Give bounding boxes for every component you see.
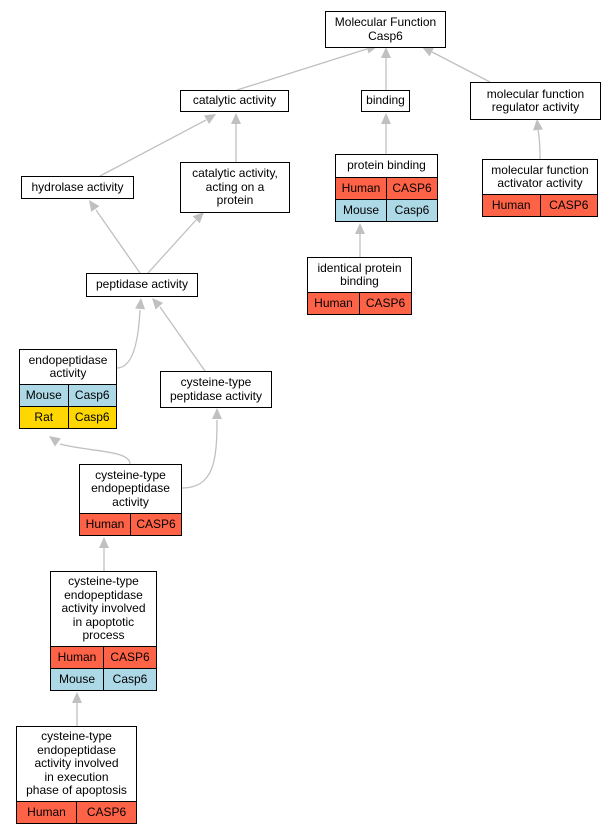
node-title: protein binding [347,158,426,173]
node-title: cysteine-type endopeptidase activity inv… [26,729,127,798]
edge-line [181,419,218,489]
edge-arrowhead [381,113,391,124]
edge-line [236,47,371,91]
edge-line [59,443,131,465]
species-label: Rat [34,409,54,424]
node-molecular-function[interactable]: Molecular Function Casp6 [325,11,446,48]
edge-arrowhead [49,436,61,447]
gene-label: Casp6 [386,200,437,221]
species-row-mouse: Mouse Casp6 [20,384,116,406]
node-title: Molecular Function Casp6 [334,15,437,43]
node-title: identical protein binding [317,260,402,288]
edge-arrowhead [231,113,241,124]
species-row-human: Human CASP6 [80,513,181,535]
edge-line [159,306,206,372]
node-binding[interactable]: binding [361,90,410,112]
species-row-mouse: Mouse Casp6 [336,199,437,221]
node-cysteine-endo-execution[interactable]: cysteine-type endopeptidase activity inv… [16,726,137,824]
species-label: Human [27,804,66,819]
edge-arrowhead [89,200,100,212]
node-title: molecular function regulator activity [486,86,585,114]
edge-arrowhead [533,119,543,131]
node-title: cysteine-type peptidase activity [169,375,263,403]
species-row-human: Human CASP6 [336,177,437,199]
species-row-human: Human CASP6 [17,801,136,823]
node-catalytic-activity[interactable]: catalytic activity [180,90,289,112]
species-label: Human [85,516,125,531]
edge-line [116,309,141,369]
gene-label: CASP6 [103,647,156,668]
edge-line [537,129,541,160]
node-cysteine-endo-apoptotic[interactable]: cysteine-type endopeptidase activity inv… [50,571,157,691]
gene-label: CASP6 [359,293,411,314]
edge-arrowhead [355,223,365,234]
species-label: Human [57,649,97,664]
edge-arrowhead [99,537,109,548]
edge-line [95,209,141,274]
species-label: Human [314,295,353,310]
gene-label: Casp6 [67,385,117,406]
node-title: cysteine-type endopeptidase activity [91,467,170,509]
gene-label: Casp6 [67,407,117,428]
species-row-human: Human CASP6 [483,194,597,216]
gene-label: CASP6 [386,178,437,199]
species-row-mouse: Mouse Casp6 [51,668,156,690]
node-mf-regulator[interactable]: molecular function regulator activity [470,82,601,120]
edge-arrowhead [72,692,82,703]
species-label: Mouse [58,671,96,686]
node-cysteine-peptidase[interactable]: cysteine-type peptidase activity [160,371,272,408]
node-title: catalytic activity, acting on a protein [192,166,278,208]
node-title: molecular function activator activity [491,162,589,190]
node-title: endopeptidase activity [28,352,108,380]
edge-line [431,51,491,83]
node-catalytic-on-protein[interactable]: catalytic activity, acting on a protein [180,162,290,213]
node-peptidase-activity[interactable]: peptidase activity [86,273,198,297]
gene-label: Casp6 [103,669,156,690]
node-title: peptidase activity [95,277,189,292]
species-label: Mouse [25,387,62,402]
edge-line [99,119,207,177]
edge-arrowhead [152,298,164,310]
edge-arrowhead [192,212,204,224]
gene-label: CASP6 [130,514,181,535]
species-row-human: Human CASP6 [308,292,411,314]
species-label: Human [491,197,531,212]
species-label: Human [341,180,381,195]
edge-arrowhead [135,298,146,310]
species-row-human: Human CASP6 [51,646,156,668]
node-title: hydrolase activity [31,179,124,194]
node-title: catalytic activity [192,93,277,108]
species-row-rat: Rat Casp6 [20,406,116,428]
node-title: binding [366,93,405,108]
gene-label: CASP6 [76,802,136,823]
node-hydrolase-activity[interactable]: hydrolase activity [21,176,134,199]
edge-arrowhead [212,408,222,419]
node-title: cysteine-type endopeptidase activity inv… [61,574,146,643]
edge-arrowhead [422,47,435,57]
edge-line [147,219,197,274]
edge-arrowhead [203,114,216,124]
gene-label: CASP6 [539,195,598,216]
species-label: Mouse [342,202,380,217]
edge-arrowhead [381,47,391,58]
